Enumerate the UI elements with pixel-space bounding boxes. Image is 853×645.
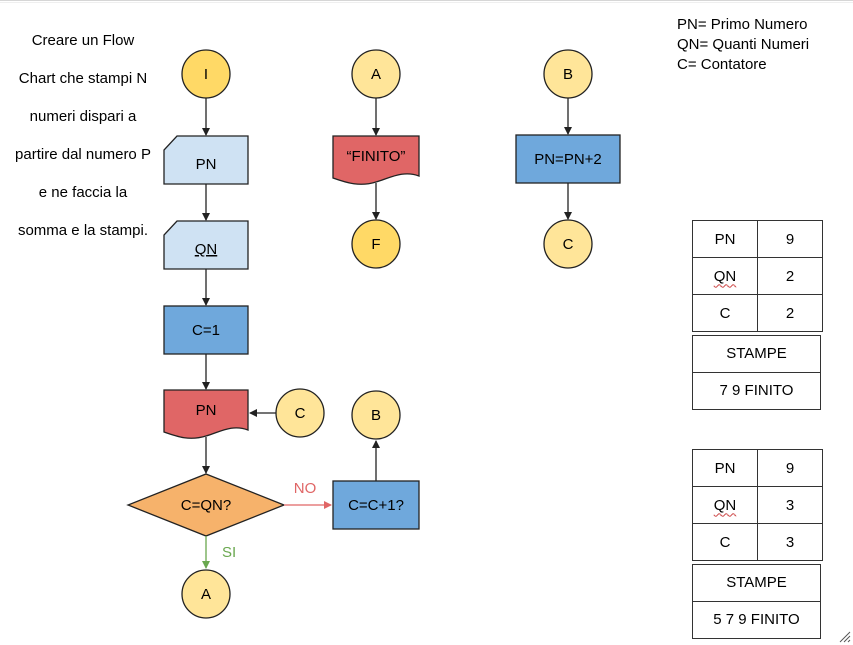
table-row: QN 2 [692,257,823,295]
prints-header: STAMPE [726,345,787,362]
var-value: 9 [757,220,823,258]
flow-a-start-connector: A [351,49,401,99]
prints-box-2: STAMPE 5 7 9 FINITO [692,564,821,639]
input-pn-shape: PN [163,135,249,185]
problem-line: somma e la stampi. [17,222,149,239]
yes-label: SI [222,544,236,561]
start-connector: I [181,49,231,99]
var-name: QN [692,257,758,295]
legend-item-c: C= Contatore [677,56,767,73]
table-row: PN 9 [692,220,823,258]
decision-label: C=QN? [181,497,231,514]
prints-header: STAMPE [726,574,787,591]
problem-line: numeri dispari a [29,108,137,125]
legend-item-qn: QN= Quanti Numeri [677,36,810,53]
variable-legend: PN= Primo Numero QN= Quanti Numeri C= Co… [677,15,847,75]
to-a-label: A [201,586,211,603]
var-name: PN [692,449,758,487]
trace-table-2: PN 9 QN 3 C 3 [692,449,823,561]
loop-connector-c: C [275,388,325,438]
var-value: 3 [757,523,823,561]
flow-b-start-connector: B [543,49,593,99]
start-label: I [204,66,208,83]
flow-a-start-label: A [371,66,381,83]
pn-increment-label: PN=PN+2 [534,151,602,168]
decision-diamond: C=QN? [126,473,286,537]
end-connector: F [351,219,401,269]
problem-line: Creare un Flow [31,32,135,49]
prints-box-1: STAMPE 7 9 FINITO [692,335,821,410]
input-qn-shape: QN [163,220,249,270]
var-name: PN [692,220,758,258]
print-pn-label: PN [196,402,217,419]
top-border [0,0,853,3]
pn-increment-process: PN=PN+2 [515,134,621,184]
increment-label: C=C+1? [348,497,404,514]
var-value: 3 [757,486,823,524]
flow-b-start-label: B [563,66,573,83]
table-row: PN 9 [692,449,823,487]
increment-process: C=C+1? [332,480,420,530]
loop-connector-label: C [295,405,306,422]
var-name: QN [692,486,758,524]
legend-item-pn: PN= Primo Numero [677,16,808,33]
prints-value: 5 7 9 FINITO [693,601,820,638]
problem-statement: Creare un Flow Chart che stampi N numeri… [0,12,166,259]
print-finito-label: “FINITO” [347,148,406,165]
problem-line: e ne faccia la [38,184,128,201]
to-a-connector: A [181,569,231,619]
var-name-text: QN [713,267,737,285]
init-counter-process: C=1 [163,305,249,355]
to-b-connector: B [351,390,401,440]
print-finito-document: “FINITO” [332,135,420,185]
to-b-label: B [371,407,381,424]
flow-b-end-label: C [563,236,574,253]
no-label: NO [294,480,317,497]
print-pn-document: PN [163,389,249,439]
flow-b-end-connector: C [543,219,593,269]
var-name-text: QN [713,496,737,514]
prints-value: 7 9 FINITO [693,372,820,409]
end-label: F [371,236,380,253]
resize-grip-icon[interactable] [837,629,851,643]
table-row: C 2 [692,294,823,332]
var-name: C [692,523,758,561]
input-pn-label: PN [196,156,217,173]
table-row: C 3 [692,523,823,561]
var-name: C [692,294,758,332]
var-value: 9 [757,449,823,487]
problem-line: partire dal numero P [15,146,151,163]
trace-table-1: PN 9 QN 2 C 2 [692,220,823,332]
problem-line: Chart che stampi N [18,70,148,87]
var-value: 2 [757,257,823,295]
input-qn-label: QN [195,241,218,258]
init-counter-label: C=1 [192,322,220,339]
table-row: QN 3 [692,486,823,524]
var-value: 2 [757,294,823,332]
